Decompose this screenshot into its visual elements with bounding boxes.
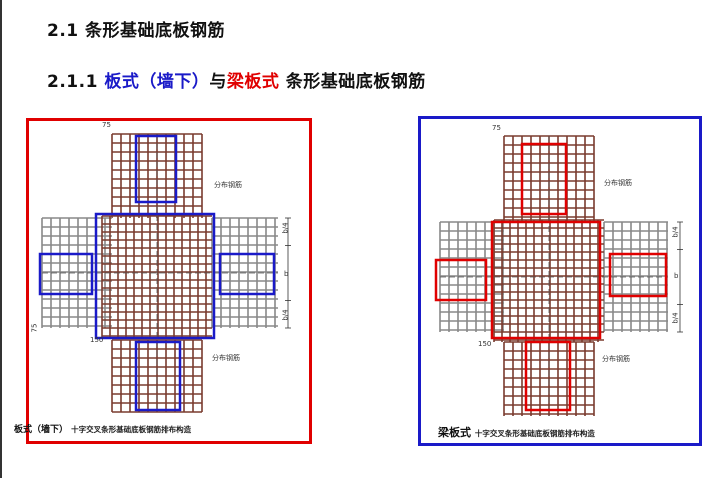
subsection-connector: 与 — [209, 72, 227, 92]
right-dim-b: b — [674, 272, 679, 280]
right-label-distribution-top: 分布钢筋 — [604, 179, 632, 187]
right-label-distribution-bottom: 分布钢筋 — [602, 355, 630, 363]
left-label-distribution-bottom: 分布钢筋 — [212, 354, 240, 362]
subsection-plate-type: 板式（墙下） — [104, 72, 210, 92]
left-caption-type: 板式（墙下） — [14, 425, 69, 435]
right-caption-title: 十字交叉条形基础底板钢筋排布构造 — [474, 429, 595, 438]
left-dim-b: b — [284, 270, 289, 278]
section-heading: 2.1 条形基础底板钢筋 — [47, 21, 226, 41]
highlight-box — [38, 252, 94, 296]
left-dim-top: 75 — [102, 121, 111, 129]
left-dim-b4-top: b/4 — [281, 222, 290, 234]
left-dim-b4-bottom: b/4 — [281, 309, 290, 321]
left-dim-side: 75 — [30, 323, 39, 333]
right-rebar-drawing — [418, 116, 702, 446]
highlight-box — [134, 340, 182, 412]
panel-frame — [26, 118, 312, 444]
left-rebar-drawing — [26, 118, 312, 444]
right-dim-150: 150 — [478, 340, 492, 348]
highlight-box — [434, 258, 488, 302]
left-caption-title: 十字交叉条形基础底板钢筋排布构造 — [71, 425, 192, 434]
left-dim-150: 150 — [90, 336, 104, 344]
left-drawing-panel: 分布钢筋 分布钢筋 75 b/4 b b/4 150 75 — [26, 118, 312, 444]
panel-frame — [418, 116, 702, 446]
subsection-beam-plate-type: 梁板式 — [226, 72, 280, 92]
left-margin-rule — [0, 0, 2, 478]
highlight-box — [524, 340, 572, 412]
highlight-box — [218, 252, 276, 296]
right-dim-b4-bottom: b/4 — [671, 312, 680, 324]
subsection-number: 2.1.1 — [47, 72, 98, 92]
right-dim-top: 75 — [492, 124, 501, 132]
highlight-box — [490, 220, 602, 340]
subsection-heading: 2.1.1 板式（墙下）与梁板式 条形基础底板钢筋 — [47, 67, 426, 92]
highlight-box — [94, 212, 216, 340]
highlight-box — [134, 134, 178, 204]
highlight-box — [520, 142, 568, 216]
left-label-distribution-top: 分布钢筋 — [214, 181, 242, 189]
highlight-box — [608, 252, 668, 298]
right-drawing-panel: 分布钢筋 分布钢筋 75 b/4 b b/4 150 — [418, 116, 702, 446]
right-dim-b4-top: b/4 — [671, 226, 680, 238]
subsection-title-rest: 条形基础底板钢筋 — [285, 72, 426, 92]
left-caption: 板式（墙下） 十字交叉条形基础底板钢筋排布构造 — [14, 422, 191, 435]
right-caption-type: 梁板式 — [438, 426, 471, 439]
right-caption: 梁板式 十字交叉条形基础底板钢筋排布构造 — [438, 424, 595, 440]
